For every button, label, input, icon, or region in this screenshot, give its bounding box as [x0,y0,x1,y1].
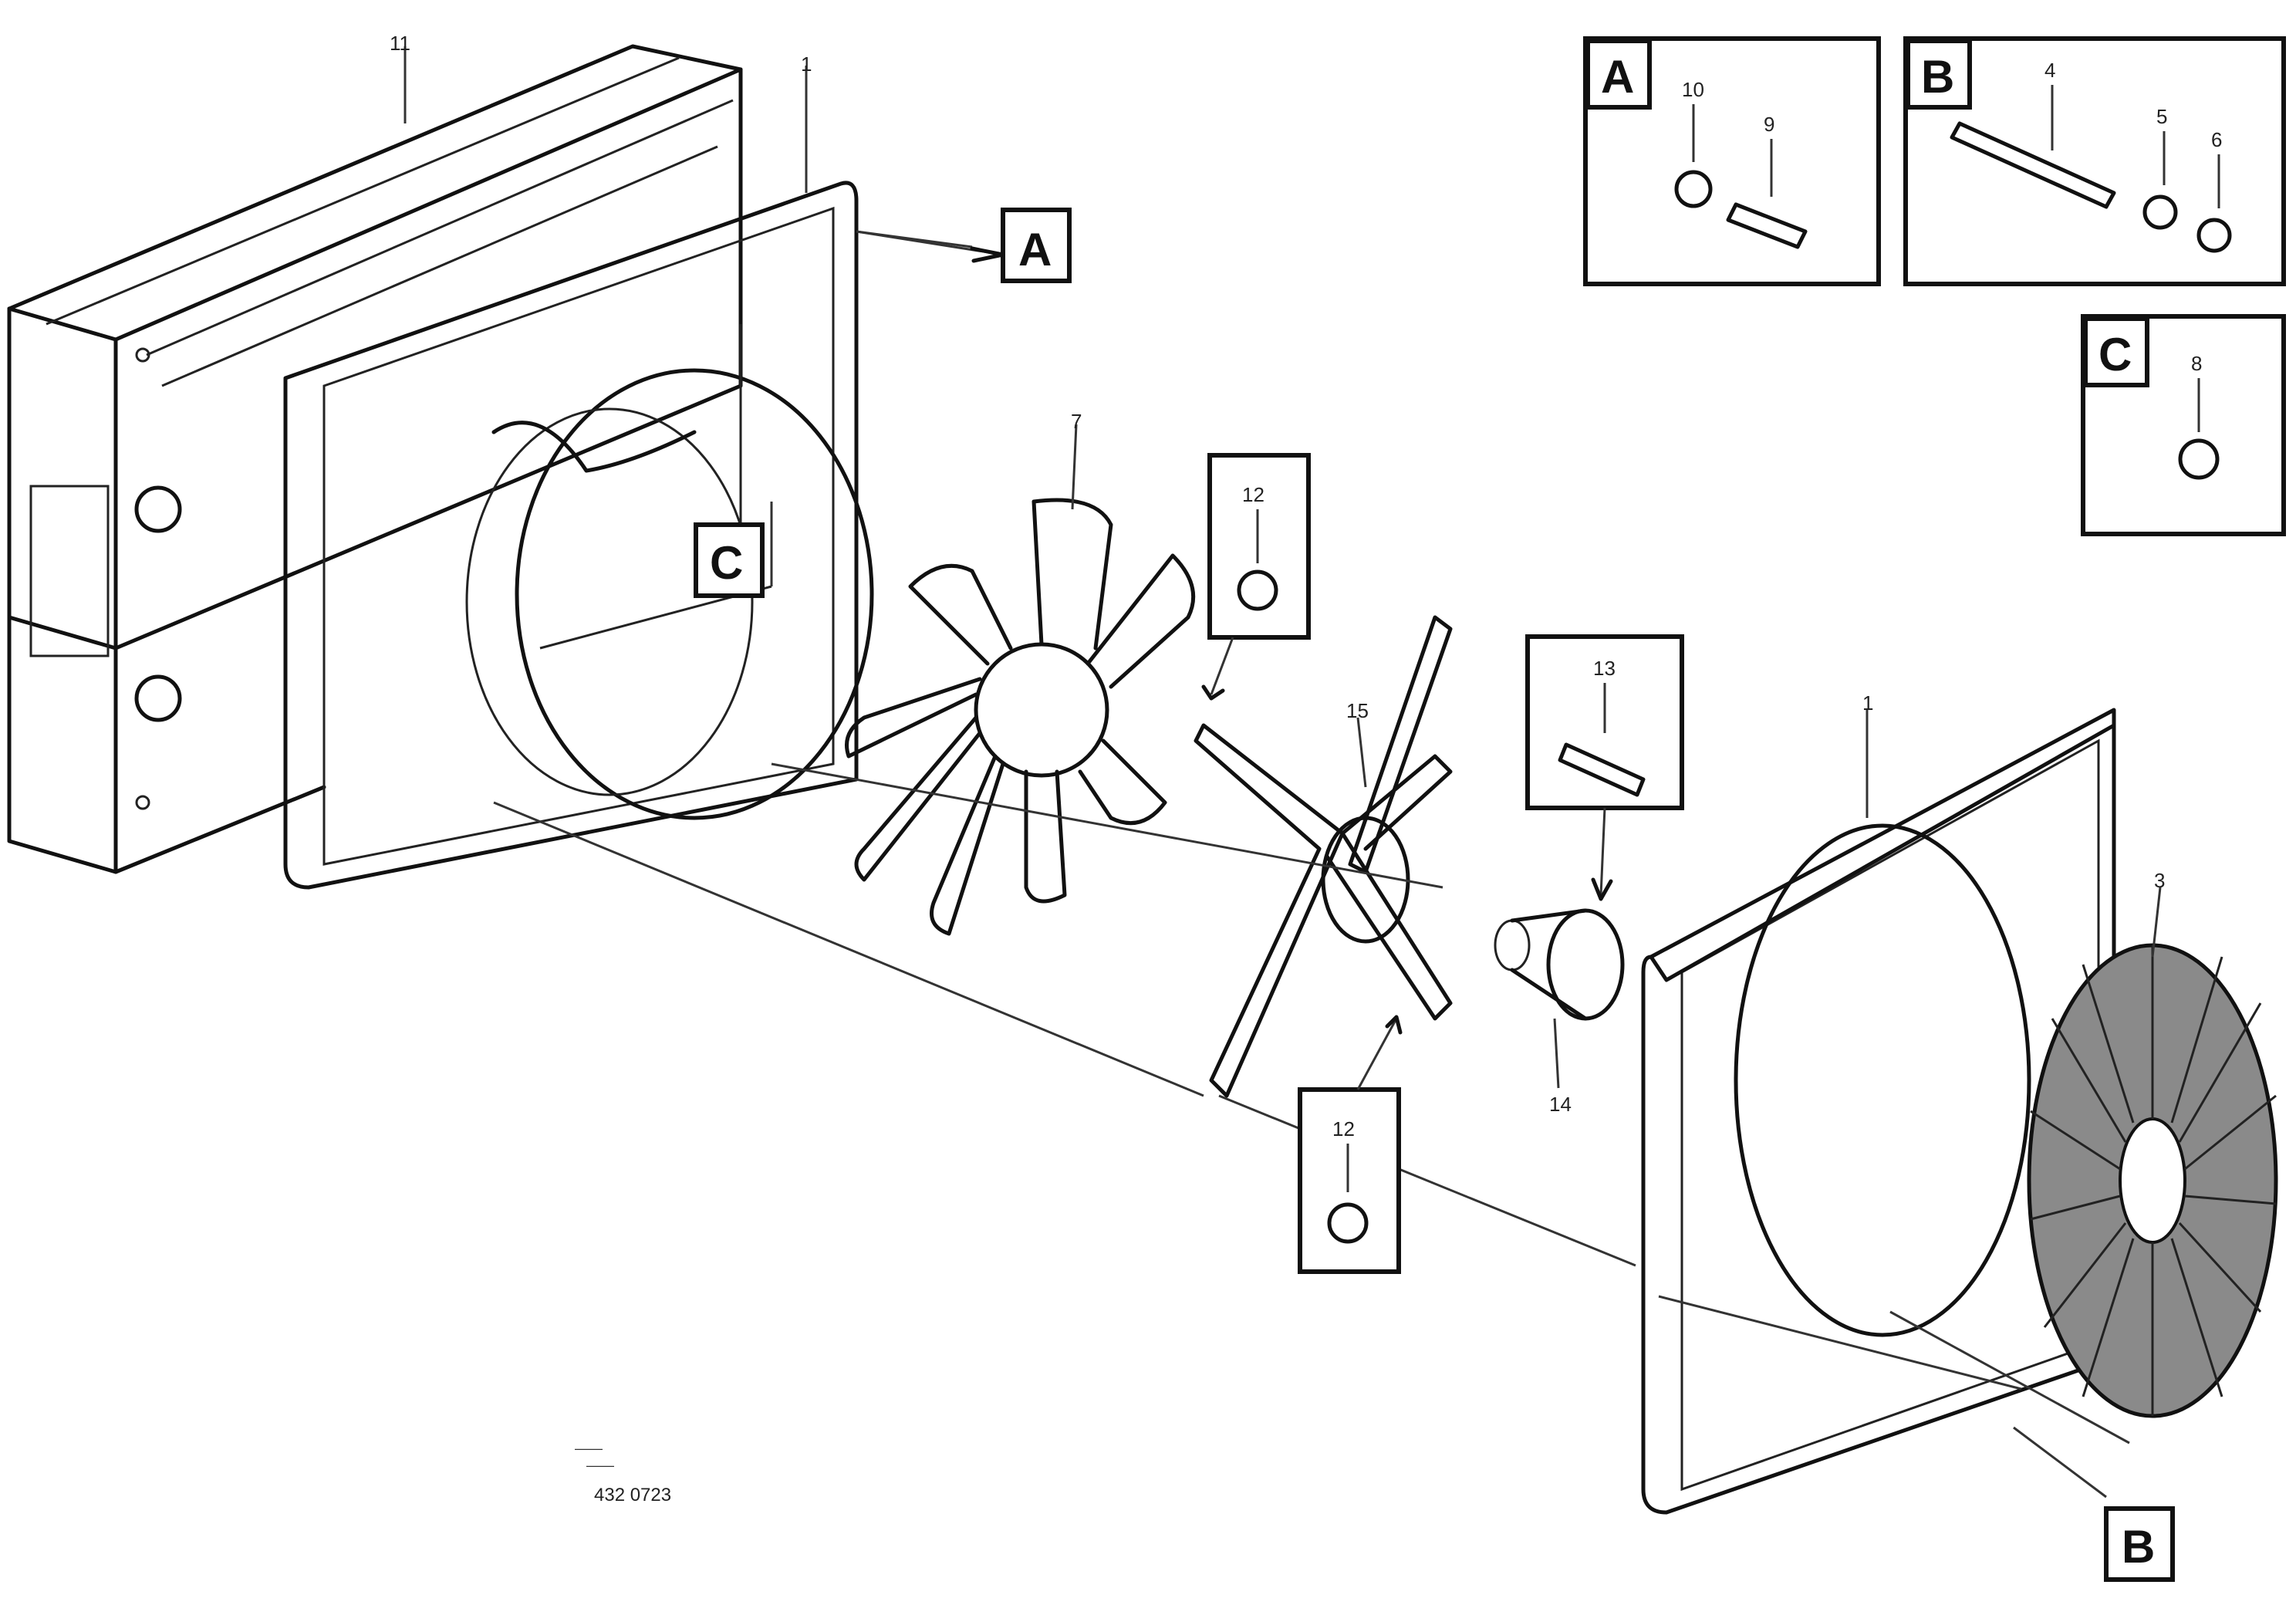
callout-bolt-number: 13 [1593,657,1616,680]
fan-guard [2027,943,2278,1418]
reference-c: C [694,522,765,598]
part-number-shroud: 1 [801,52,812,76]
reference-letter-b: B [2122,1521,2155,1573]
callout-washer-lower: 12 [1298,1015,1403,1274]
reference-a: A [856,208,1072,283]
reference-letter-c: C [710,537,743,589]
part-number-guard: 3 [2154,869,2165,892]
drawing-caption: —— —— 432 0723 [575,1441,671,1505]
inset-b-number-1: 4 [2044,59,2055,82]
inset-a: A 10 9 [1583,36,1881,286]
inset-c-number: 8 [2191,352,2202,375]
caption-drawing-id: 432 0723 [594,1485,671,1505]
inset-a-number-2: 9 [1764,113,1774,136]
callout-washer-upper: 12 [1201,453,1311,701]
inset-c-letter: C [2098,329,2132,380]
inset-b-letter: B [1921,51,1954,103]
part-number-fan: 7 [1071,410,1082,433]
reference-b: B [2013,1426,2175,1582]
hub-bracket [1194,615,1453,1098]
reference-letter-a: A [1018,224,1052,275]
alignment-lines [493,762,2130,1445]
pulley [1494,908,1625,1021]
caption-line-1: —— [575,1441,603,1456]
part-number-hub-bracket: 15 [1346,699,1369,722]
inset-a-letter: A [1601,51,1634,103]
caption-line-2: —— [586,1458,614,1473]
part-number-frame: 1 [1862,691,1873,715]
callout-washer-lower-number: 12 [1332,1117,1355,1140]
fan [845,498,1196,936]
inset-a-number-1: 10 [1682,78,1704,101]
inset-b: B 4 5 6 [1903,36,2286,286]
inset-c: C 8 [2081,314,2286,536]
part-number-radiator: 11 [390,32,410,55]
callout-bolt: 13 [1525,634,1684,901]
fan-shroud [283,181,874,890]
inset-b-number-3: 6 [2211,128,2222,151]
inset-b-number-2: 5 [2156,105,2167,128]
part-number-pulley: 14 [1549,1093,1572,1116]
part-leaders [403,46,2162,1089]
callout-washer-upper-number: 12 [1242,483,1264,506]
